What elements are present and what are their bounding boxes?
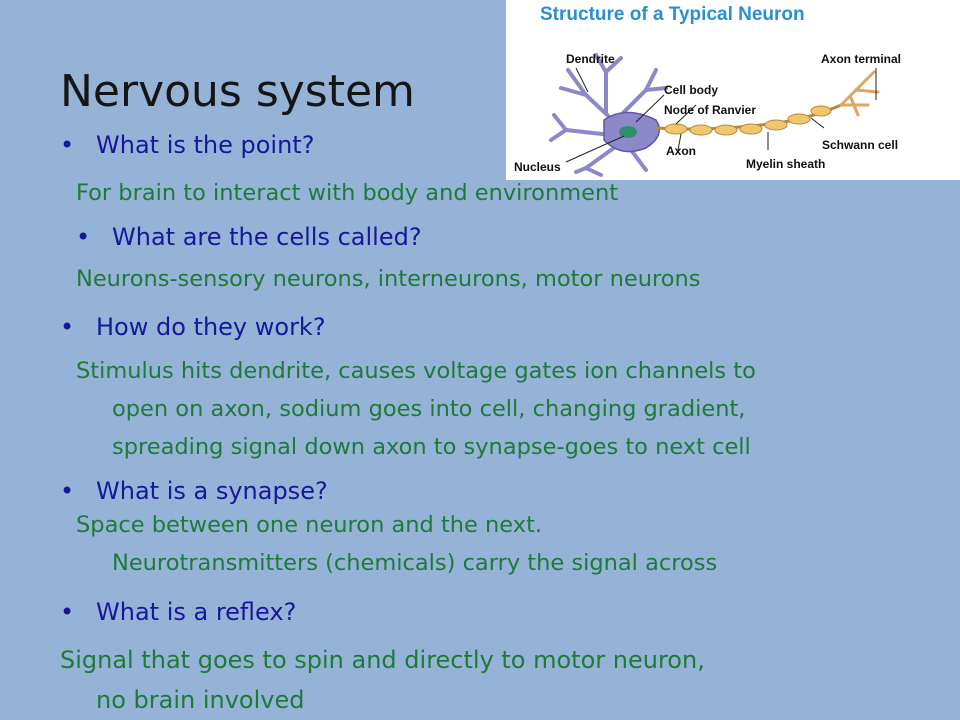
answer-line: spreading signal down axon to synapse-go…	[112, 434, 751, 460]
label-axon-terminal: Axon terminal	[821, 52, 902, 66]
figure-title: Structure of a Typical Neuron	[540, 4, 805, 25]
label-cell-body: Cell body	[664, 83, 719, 97]
bullet: •	[60, 477, 75, 505]
neuron-illustration	[549, 53, 880, 177]
answer-line: Signal that goes to spin and directly to…	[60, 646, 705, 674]
answer-line: open on axon, sodium goes into cell, cha…	[112, 396, 746, 422]
answer-reflex: Signal that goes to spin and directly to…	[60, 640, 705, 720]
question-cells: • What are the cells called?	[76, 223, 422, 251]
myelin-segments	[664, 105, 832, 136]
label-node-of-ranvier: Node of Ranvier	[664, 103, 757, 117]
bullet: •	[60, 598, 75, 626]
answer-synapse: Space between one neuron and the next. N…	[76, 506, 717, 582]
answer-line: no brain involved	[96, 686, 305, 714]
question-synapse: • What is a synapse?	[60, 477, 328, 505]
question-text: What is a reflex?	[96, 598, 297, 626]
answer-line: For brain to interact with body and envi…	[76, 180, 619, 206]
question-text: What is the point?	[96, 131, 315, 159]
neuron-diagram: Structure of a Typical Neuron Dendrite C…	[506, 0, 960, 180]
nucleus-shape	[619, 126, 637, 138]
question-purpose: • What is the point?	[60, 131, 315, 159]
bullet: •	[60, 131, 75, 159]
question-how-work: • How do they work?	[60, 313, 326, 341]
question-reflex: • What is a reflex?	[60, 598, 297, 626]
bullet: •	[60, 313, 75, 341]
answer-line: Space between one neuron and the next.	[76, 512, 543, 538]
axon-terminal-branches	[839, 70, 880, 117]
dendrite-branches	[549, 53, 668, 177]
answer-line: Neurons-sensory neurons, interneurons, m…	[76, 266, 701, 292]
label-nucleus: Nucleus	[514, 160, 561, 174]
bullet: •	[76, 223, 91, 251]
label-dendrite: Dendrite	[566, 52, 615, 66]
answer-line: Stimulus hits dendrite, causes voltage g…	[76, 358, 756, 384]
answer-how-work: Stimulus hits dendrite, causes voltage g…	[76, 352, 756, 466]
question-text: What are the cells called?	[112, 223, 422, 251]
label-axon: Axon	[666, 144, 696, 158]
label-pointers	[565, 67, 877, 163]
label-schwann-cell: Schwann cell	[822, 138, 899, 152]
answer-line: Neurotransmitters (chemicals) carry the …	[112, 550, 718, 576]
question-text: How do they work?	[96, 313, 326, 341]
label-myelin-sheath: Myelin sheath	[746, 157, 826, 171]
question-text: What is a synapse?	[96, 477, 328, 505]
slide-title: Nervous system	[60, 66, 415, 117]
answer-purpose: For brain to interact with body and envi…	[76, 174, 618, 212]
answer-cells: Neurons-sensory neurons, interneurons, m…	[76, 260, 701, 298]
